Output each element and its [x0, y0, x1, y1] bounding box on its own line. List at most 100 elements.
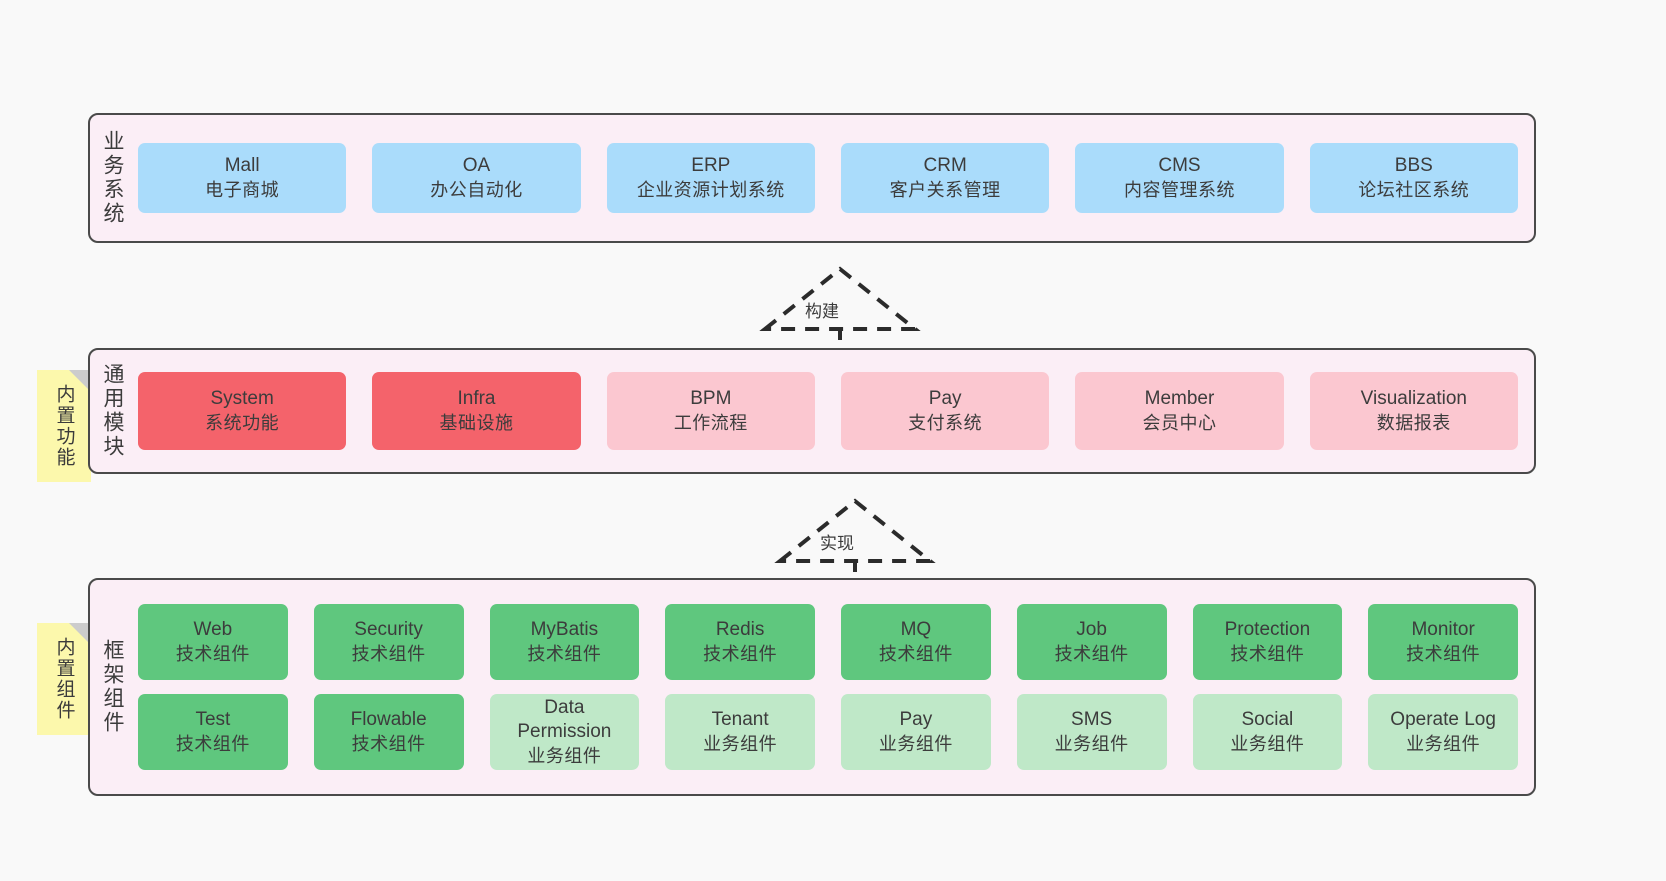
box-data-permission-en: Data Permission: [517, 697, 612, 743]
box-mq-en: MQ: [900, 619, 932, 641]
box-job-en: Job: [1076, 619, 1107, 641]
box-system-en: System: [210, 388, 274, 410]
box-operate-log-en: Operate Log: [1390, 709, 1496, 731]
box-crm-en: CRM: [923, 155, 967, 177]
box-protection-cn: 技术组件: [1230, 643, 1305, 664]
box-mall[interactable]: Mall 电子商城: [138, 143, 347, 213]
box-pay-module[interactable]: Pay 支付系统: [840, 372, 1050, 450]
box-test-en: Test: [195, 709, 231, 731]
box-infra[interactable]: Infra 基础设施: [372, 372, 581, 450]
box-pay-component[interactable]: Pay 业务组件: [841, 694, 991, 770]
box-erp-en: ERP: [691, 155, 731, 177]
box-cms-en: CMS: [1158, 155, 1201, 177]
box-flowable[interactable]: Flowable 技术组件: [313, 694, 464, 770]
box-monitor[interactable]: Monitor 技术组件: [1368, 604, 1518, 680]
box-member-cn: 会员中心: [1142, 412, 1217, 433]
box-visualization-cn: 数据报表: [1376, 412, 1451, 433]
box-erp[interactable]: ERP 企业资源计划系统: [606, 143, 815, 213]
note-builtin-functions: 内置功能: [37, 370, 91, 482]
note-builtin-components-label: 内置组件: [53, 637, 75, 721]
note-builtin-components: 内置组件: [37, 623, 91, 735]
box-bpm-en: BPM: [690, 388, 732, 410]
framework-row-1: Web 技术组件 Security 技术组件 MyBatis 技术组件 Redi…: [138, 604, 1518, 680]
box-system-cn: 系统功能: [205, 412, 280, 433]
box-bbs[interactable]: BBS 论坛社区系统: [1309, 143, 1518, 213]
box-monitor-en: Monitor: [1411, 619, 1475, 641]
box-mall-en: Mall: [224, 155, 260, 177]
box-infra-en: Infra: [457, 388, 496, 410]
box-sms-en: SMS: [1071, 709, 1113, 731]
business-row: Mall 电子商城 OA 办公自动化 ERP 企业资源计划系统 CRM 客户关系…: [138, 143, 1518, 213]
box-tenant-cn: 业务组件: [703, 733, 778, 754]
box-flowable-en: Flowable: [350, 709, 427, 731]
box-pay-module-en: Pay: [928, 388, 962, 410]
box-redis-en: Redis: [715, 619, 765, 641]
generalization-arrow-build: 构建: [745, 255, 945, 353]
box-bpm[interactable]: BPM 工作流程: [606, 372, 815, 450]
box-sms[interactable]: SMS 业务组件: [1016, 694, 1167, 770]
layer-business-label: 业务系统: [101, 130, 125, 226]
box-crm-cn: 客户关系管理: [889, 179, 1001, 200]
box-redis[interactable]: Redis 技术组件: [665, 604, 815, 680]
box-security-en: Security: [354, 619, 423, 641]
layer-framework-body: Web 技术组件 Security 技术组件 MyBatis 技术组件 Redi…: [134, 580, 1534, 794]
box-bbs-en: BBS: [1394, 155, 1433, 177]
layer-modules-body: System 系统功能 Infra 基础设施 BPM 工作流程 Pay 支付系统…: [134, 350, 1534, 472]
layer-business-body: Mall 电子商城 OA 办公自动化 ERP 企业资源计划系统 CRM 客户关系…: [134, 115, 1534, 241]
box-crm[interactable]: CRM 客户关系管理: [840, 143, 1050, 213]
box-infra-cn: 基础设施: [439, 412, 514, 433]
box-security[interactable]: Security 技术组件: [313, 604, 464, 680]
box-pay-module-cn: 支付系统: [908, 412, 983, 433]
box-social-cn: 业务组件: [1230, 733, 1305, 754]
box-test[interactable]: Test 技术组件: [138, 694, 288, 770]
box-data-permission[interactable]: Data Permission 业务组件: [489, 694, 640, 770]
box-social[interactable]: Social 业务组件: [1192, 694, 1343, 770]
box-mybatis[interactable]: MyBatis 技术组件: [489, 604, 640, 680]
box-visualization-en: Visualization: [1360, 388, 1467, 410]
box-operate-log[interactable]: Operate Log 业务组件: [1368, 694, 1518, 770]
box-visualization[interactable]: Visualization 数据报表: [1309, 372, 1518, 450]
box-member-en: Member: [1144, 388, 1215, 410]
box-tenant-en: Tenant: [711, 709, 769, 731]
box-system[interactable]: System 系统功能: [138, 372, 347, 450]
box-tenant[interactable]: Tenant 业务组件: [665, 694, 815, 770]
layer-common-modules: 通用模块 System 系统功能 Infra 基础设施 BPM 工作流程 Pay…: [88, 348, 1536, 474]
box-data-permission-cn: 业务组件: [527, 745, 602, 766]
box-oa-en: OA: [462, 155, 491, 177]
box-flowable-cn: 技术组件: [351, 733, 426, 754]
box-mybatis-en: MyBatis: [530, 619, 599, 641]
arrow-build-label: 构建: [805, 302, 839, 321]
box-mq[interactable]: MQ 技术组件: [841, 604, 991, 680]
box-oa[interactable]: OA 办公自动化: [372, 143, 581, 213]
box-sms-cn: 业务组件: [1054, 733, 1129, 754]
layer-framework-label: 框架组件: [101, 639, 125, 735]
arrow-realize-label: 实现: [820, 534, 854, 553]
box-operate-log-cn: 业务组件: [1406, 733, 1481, 754]
box-bbs-cn: 论坛社区系统: [1358, 179, 1470, 200]
box-web[interactable]: Web 技术组件: [138, 604, 288, 680]
box-social-en: Social: [1241, 709, 1294, 731]
box-erp-cn: 企业资源计划系统: [636, 179, 785, 200]
box-test-cn: 技术组件: [175, 733, 250, 754]
box-oa-cn: 办公自动化: [430, 179, 523, 200]
box-web-cn: 技术组件: [175, 643, 250, 664]
box-web-en: Web: [193, 619, 233, 641]
box-pay-component-en: Pay: [899, 709, 933, 731]
box-job[interactable]: Job 技术组件: [1016, 604, 1167, 680]
box-bpm-cn: 工作流程: [673, 412, 748, 433]
layer-framework-components: 框架组件 Web 技术组件 Security 技术组件 MyBatis 技术组件…: [88, 578, 1536, 796]
framework-row-2: Test 技术组件 Flowable 技术组件 Data Permission …: [138, 694, 1518, 770]
layer-business-systems: 业务系统 Mall 电子商城 OA 办公自动化 ERP 企业资源计划系统 CRM…: [88, 113, 1536, 243]
box-cms[interactable]: CMS 内容管理系统: [1075, 143, 1284, 213]
box-member[interactable]: Member 会员中心: [1075, 372, 1284, 450]
box-protection[interactable]: Protection 技术组件: [1192, 604, 1343, 680]
box-cms-cn: 内容管理系统: [1123, 179, 1235, 200]
box-mq-cn: 技术组件: [878, 643, 953, 664]
box-redis-cn: 技术组件: [703, 643, 778, 664]
box-protection-en: Protection: [1224, 619, 1311, 641]
box-job-cn: 技术组件: [1054, 643, 1129, 664]
box-security-cn: 技术组件: [351, 643, 426, 664]
box-monitor-cn: 技术组件: [1406, 643, 1481, 664]
box-mybatis-cn: 技术组件: [527, 643, 602, 664]
